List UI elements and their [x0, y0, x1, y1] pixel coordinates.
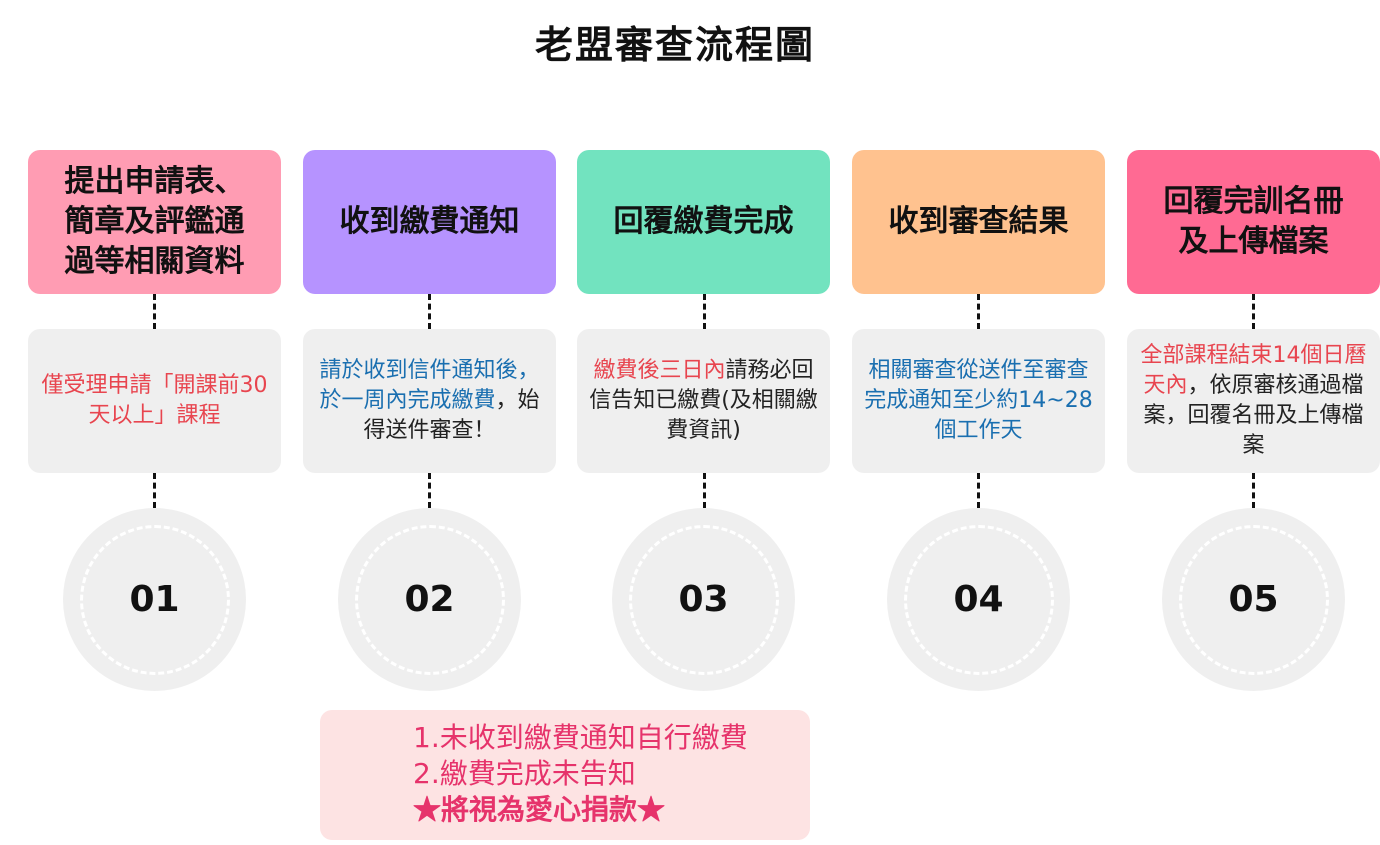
step-2-desc-blue: 請於收到信件通知後，於一周內完成繳費 — [319, 358, 540, 413]
connector-2a — [428, 294, 431, 329]
step-4-desc-blue: 相關審查從送件至審查完成通知至少約14~28個工作天 — [864, 358, 1093, 443]
step-3-desc-after: 請務必回信告知已繳費(及相關繳費資訊) — [589, 358, 818, 443]
note-line-1: 1.未收到繳費通知自行繳費 — [413, 721, 748, 754]
connector-4a — [977, 294, 980, 329]
step-3-description: 繳費後三日內請務必回信告知已繳費(及相關繳費資訊) — [577, 329, 830, 473]
step-5-number: 05 — [1228, 579, 1279, 620]
page-title: 老盟審查流程圖 — [534, 22, 815, 67]
step-2-desc-after: ，始得送件審查！ — [363, 388, 540, 443]
step-2-circle-dashed-ring — [355, 525, 505, 675]
step-1-circle: 01 — [63, 508, 246, 691]
connector-1b — [153, 473, 156, 508]
connector-3b — [703, 473, 706, 508]
connector-2b — [428, 473, 431, 508]
step-5-description: 全部課程結束14個日曆天內，依原審核通過檔案，回覆名冊及上傳檔案 — [1127, 329, 1380, 473]
step-3-circle: 03 — [612, 508, 795, 691]
step-1-number: 01 — [129, 579, 180, 620]
connector-4b — [977, 473, 980, 508]
step-4-description: 相關審查從送件至審查完成通知至少約14~28個工作天 — [852, 329, 1105, 473]
step-5-desc-after: ，依原審核通過檔案，回覆名冊及上傳檔案 — [1143, 373, 1364, 458]
note-line-3: ★將視為愛心捐款★ — [413, 793, 666, 826]
step-3-circle-dashed-ring — [629, 525, 779, 675]
step-2-description: 請於收到信件通知後，於一周內完成繳費，始得送件審查！ — [303, 329, 556, 473]
connector-1a — [153, 294, 156, 329]
step-5-header: 回覆完訓名冊 及上傳檔案 — [1127, 150, 1380, 294]
connector-5b — [1252, 473, 1255, 508]
step-4-header: 收到審查結果 — [852, 150, 1105, 294]
warning-note: 1.未收到繳費通知自行繳費 2.繳費完成未告知 ★將視為愛心捐款★ — [320, 710, 810, 840]
note-line-2: 2.繳費完成未告知 — [413, 757, 636, 790]
step-4-circle: 04 — [887, 508, 1070, 691]
step-3-header: 回覆繳費完成 — [577, 150, 830, 294]
connector-5a — [1252, 294, 1255, 329]
step-5-circle-dashed-ring — [1179, 525, 1329, 675]
step-5-circle: 05 — [1162, 508, 1345, 691]
step-2-number: 02 — [404, 579, 455, 620]
step-2-circle: 02 — [338, 508, 521, 691]
step-1-header: 提出申請表、 簡章及評鑑通 過等相關資料 — [28, 150, 281, 294]
step-4-number: 04 — [953, 579, 1004, 620]
connector-3a — [703, 294, 706, 329]
step-3-number: 03 — [678, 579, 729, 620]
step-1-desc-red: 僅受理申請「開課前30天以上」課程 — [41, 373, 268, 428]
step-2-header: 收到繳費通知 — [303, 150, 556, 294]
step-1-circle-dashed-ring — [80, 525, 230, 675]
step-4-circle-dashed-ring — [904, 525, 1054, 675]
step-1-description: 僅受理申請「開課前30天以上」課程 — [28, 329, 281, 473]
step-3-desc-red: 繳費後三日內 — [593, 358, 726, 383]
step-5-desc-red: 全部課程結束14個日曆天內 — [1140, 343, 1367, 398]
